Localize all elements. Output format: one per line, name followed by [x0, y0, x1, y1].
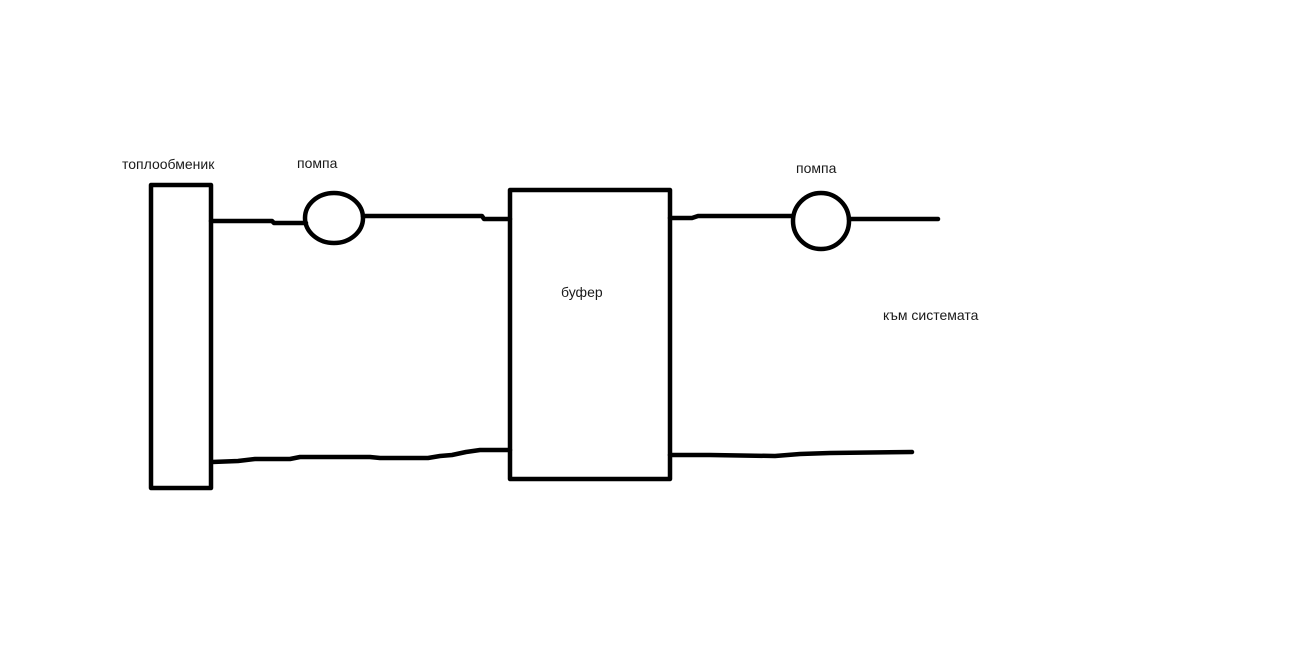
heat-exchanger-label: топлообменик [122, 156, 215, 172]
pipe-buffer-to-pump-right [667, 213, 796, 221]
pipe-return-bottom-left [209, 447, 513, 465]
pump-right-symbol [790, 190, 852, 252]
pipe-pump-left-to-buffer [360, 213, 513, 222]
pump-right-label: помпа [796, 160, 837, 176]
buffer-tank-box [507, 187, 673, 482]
buffer-label: буфер [561, 284, 603, 300]
pipe-exchanger-to-pump-left [208, 218, 309, 226]
pump-left-symbol [302, 190, 366, 246]
pump-left-label: помпа [297, 155, 338, 171]
heat-exchanger-box [148, 182, 214, 491]
pipe-return-bottom-right [667, 449, 915, 459]
to-system-label: към системата [883, 307, 979, 323]
